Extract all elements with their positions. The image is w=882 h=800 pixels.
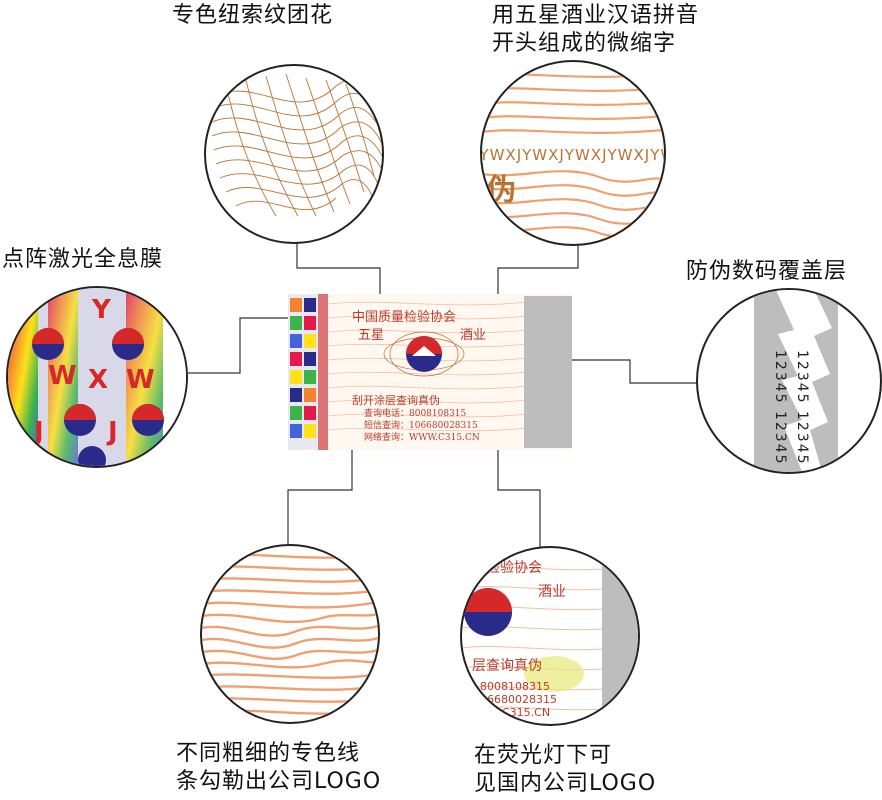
caption-microtext-line1: 用五星酒业汉语拼音 <box>492 2 699 30</box>
guilloche-pattern <box>206 66 382 242</box>
uv-web-text: C315.CN <box>502 706 550 719</box>
uv-sms-text: 06680028315 <box>480 693 557 706</box>
caption-scratch: 防伪数码覆盖层 <box>686 258 847 286</box>
hologram-pattern: Y Y W X W J J <box>8 288 186 466</box>
microtext-glyph: 伪 <box>486 173 516 208</box>
microtext-line: JYWXJYWXJYWXJYWXJYWXJ <box>482 146 664 164</box>
label-brand-left: 五星 <box>358 324 384 343</box>
caption-uv-line1: 在荧光灯下可 <box>474 742 612 770</box>
caption-fineline-line1: 不同粗细的专色线 <box>176 740 360 768</box>
scratch-pattern: 12345 12345 12345 12345 12345 12345 <box>698 290 880 472</box>
hologram-letter: W <box>126 365 155 395</box>
scratch-zoom-circle: 12345 12345 12345 12345 12345 12345 <box>696 288 882 474</box>
uv-brand-text: 酒业 <box>538 584 566 600</box>
label-web: 网络查询：WWW.C315.CN <box>364 430 480 443</box>
uv-pattern: 检验协会 酒业 层查询真伪 8008108315 06680028315 C31… <box>462 548 638 724</box>
hologram-letter: J <box>106 417 118 447</box>
uv-zoom-circle: 检验协会 酒业 层查询真伪 8008108315 06680028315 C31… <box>460 546 640 726</box>
hologram-zoom-circle: Y Y W X W J J <box>6 286 188 468</box>
label-brand-right: 酒业 <box>460 324 486 343</box>
hologram-letter: X <box>88 365 108 395</box>
microtext-pattern: JYWXJYWXJYWXJYWXJYWXJ 伪 <box>482 62 664 244</box>
caption-hologram: 点阵激光全息膜 <box>2 246 163 274</box>
scratch-code-line: 12345 12345 12345 <box>772 350 788 472</box>
scratch-off-panel[interactable] <box>524 296 572 448</box>
caption-guilloche: 专色纽索纹团花 <box>172 2 333 30</box>
hologram-letter: Y <box>15 295 36 325</box>
caption-microtext-line2: 开头组成的微缩字 <box>492 30 676 58</box>
hologram-strip <box>290 294 328 450</box>
guilloche-zoom-circle <box>204 64 384 244</box>
hologram-letter: W <box>48 361 77 391</box>
fineline-pattern <box>202 546 378 722</box>
wuxing-logo <box>384 332 464 376</box>
label-org: 中国质量检验协会 <box>352 306 456 325</box>
caption-uv-line2: 见国内公司LOGO <box>474 770 656 798</box>
uv-org-text: 检验协会 <box>486 560 542 576</box>
hologram-letter: Y <box>91 295 112 325</box>
uv-phone-text: 8008108315 <box>480 680 550 693</box>
microtext-zoom-circle: JYWXJYWXJYWXJYWXJYWXJ 伪 <box>480 60 666 246</box>
uv-hint-text: 层查询真伪 <box>472 658 542 674</box>
hologram-letter: J <box>32 417 44 447</box>
caption-fineline-line2: 条勾勒出公司LOGO <box>176 768 381 796</box>
fineline-zoom-circle <box>200 544 380 724</box>
anti-counterfeit-label: 中国质量检验协会 五星 酒业 刮开涂层查询真伪 查询电话：8008108315 … <box>288 294 572 450</box>
scratch-code-line: 12345 12345 12345 <box>794 350 810 472</box>
